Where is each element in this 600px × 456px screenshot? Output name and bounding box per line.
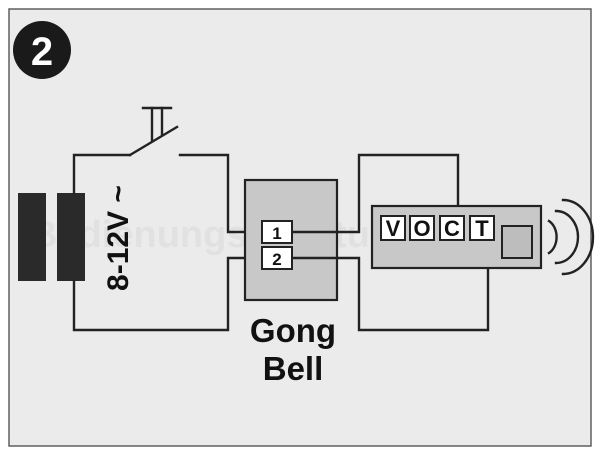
step-badge-circle [13, 21, 71, 79]
module-letter-box-v [380, 215, 406, 241]
voltage-label: 8-12V ~ [102, 185, 135, 291]
gong-label-line1: Gong [250, 312, 336, 349]
module-antenna-port [501, 225, 533, 259]
receiver-module: V O C T [370, 204, 543, 270]
step-number: 2 [31, 30, 53, 74]
module-letter-c: C [444, 216, 460, 241]
gong-label-line2: Bell [263, 350, 324, 387]
module-letter-o: O [413, 216, 430, 241]
wire-transformer-to-terminal-2 [72, 256, 264, 332]
wireless-signal-icon [547, 198, 595, 276]
module-letter-t: T [475, 216, 489, 241]
transformer-left-plate [18, 193, 46, 281]
switch-lever [128, 125, 179, 157]
step-badge: 2 [13, 21, 71, 79]
module-letter-box-t [469, 215, 495, 241]
terminal-1-label: 1 [272, 224, 281, 243]
module-letters: V O C T [380, 215, 495, 241]
gong-bell: 1 2 Gong Bell [243, 178, 339, 387]
transformer-right-plate [57, 193, 85, 281]
module-letter-v: V [386, 216, 401, 241]
signal-arc-large [561, 198, 595, 276]
terminal-2 [261, 246, 293, 270]
wire-transformer-to-button [72, 153, 132, 195]
terminal-2-label: 2 [272, 250, 281, 269]
push-button-switch [128, 106, 179, 157]
module-letter-box-c [439, 215, 465, 241]
terminal-1 [261, 220, 293, 244]
power-supply: 8-12V ~ [18, 185, 135, 291]
signal-arc-small [547, 219, 558, 255]
module-letter-box-o [409, 215, 435, 241]
signal-arc-medium [554, 209, 580, 265]
